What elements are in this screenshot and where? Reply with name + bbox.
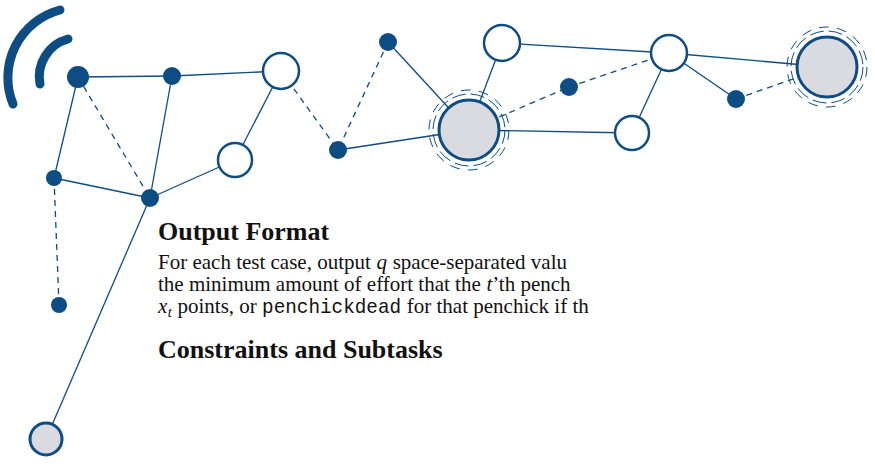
body-text: for that penchick if th xyxy=(407,294,589,318)
body-text: x xyxy=(158,294,167,318)
paragraph-line: xt points, orpenchickdead for that penchic… xyxy=(158,295,589,319)
paragraph-line: the minimum amount of effort that thet’t… xyxy=(158,273,571,295)
code-text: penchickdead xyxy=(262,297,401,319)
body-text: the minimum amount of effort that the xyxy=(158,272,481,296)
body-text: For each test case, output xyxy=(158,250,371,274)
section-heading: Constraints and Subtasks xyxy=(158,334,443,366)
heading-text: Constraints and Subtasks xyxy=(158,335,443,364)
body-text: t xyxy=(486,272,492,296)
body-text: q xyxy=(377,250,388,274)
body-text: points, or xyxy=(178,294,257,318)
heading-text: Output Format xyxy=(158,217,329,246)
section-heading: Output Format xyxy=(158,216,329,248)
paragraph-line: For each test case, outputqspace-separat… xyxy=(158,251,567,273)
body-text: ’th pench xyxy=(492,272,570,296)
body-text: t xyxy=(168,304,172,320)
body-text: space-separated valu xyxy=(393,250,567,274)
